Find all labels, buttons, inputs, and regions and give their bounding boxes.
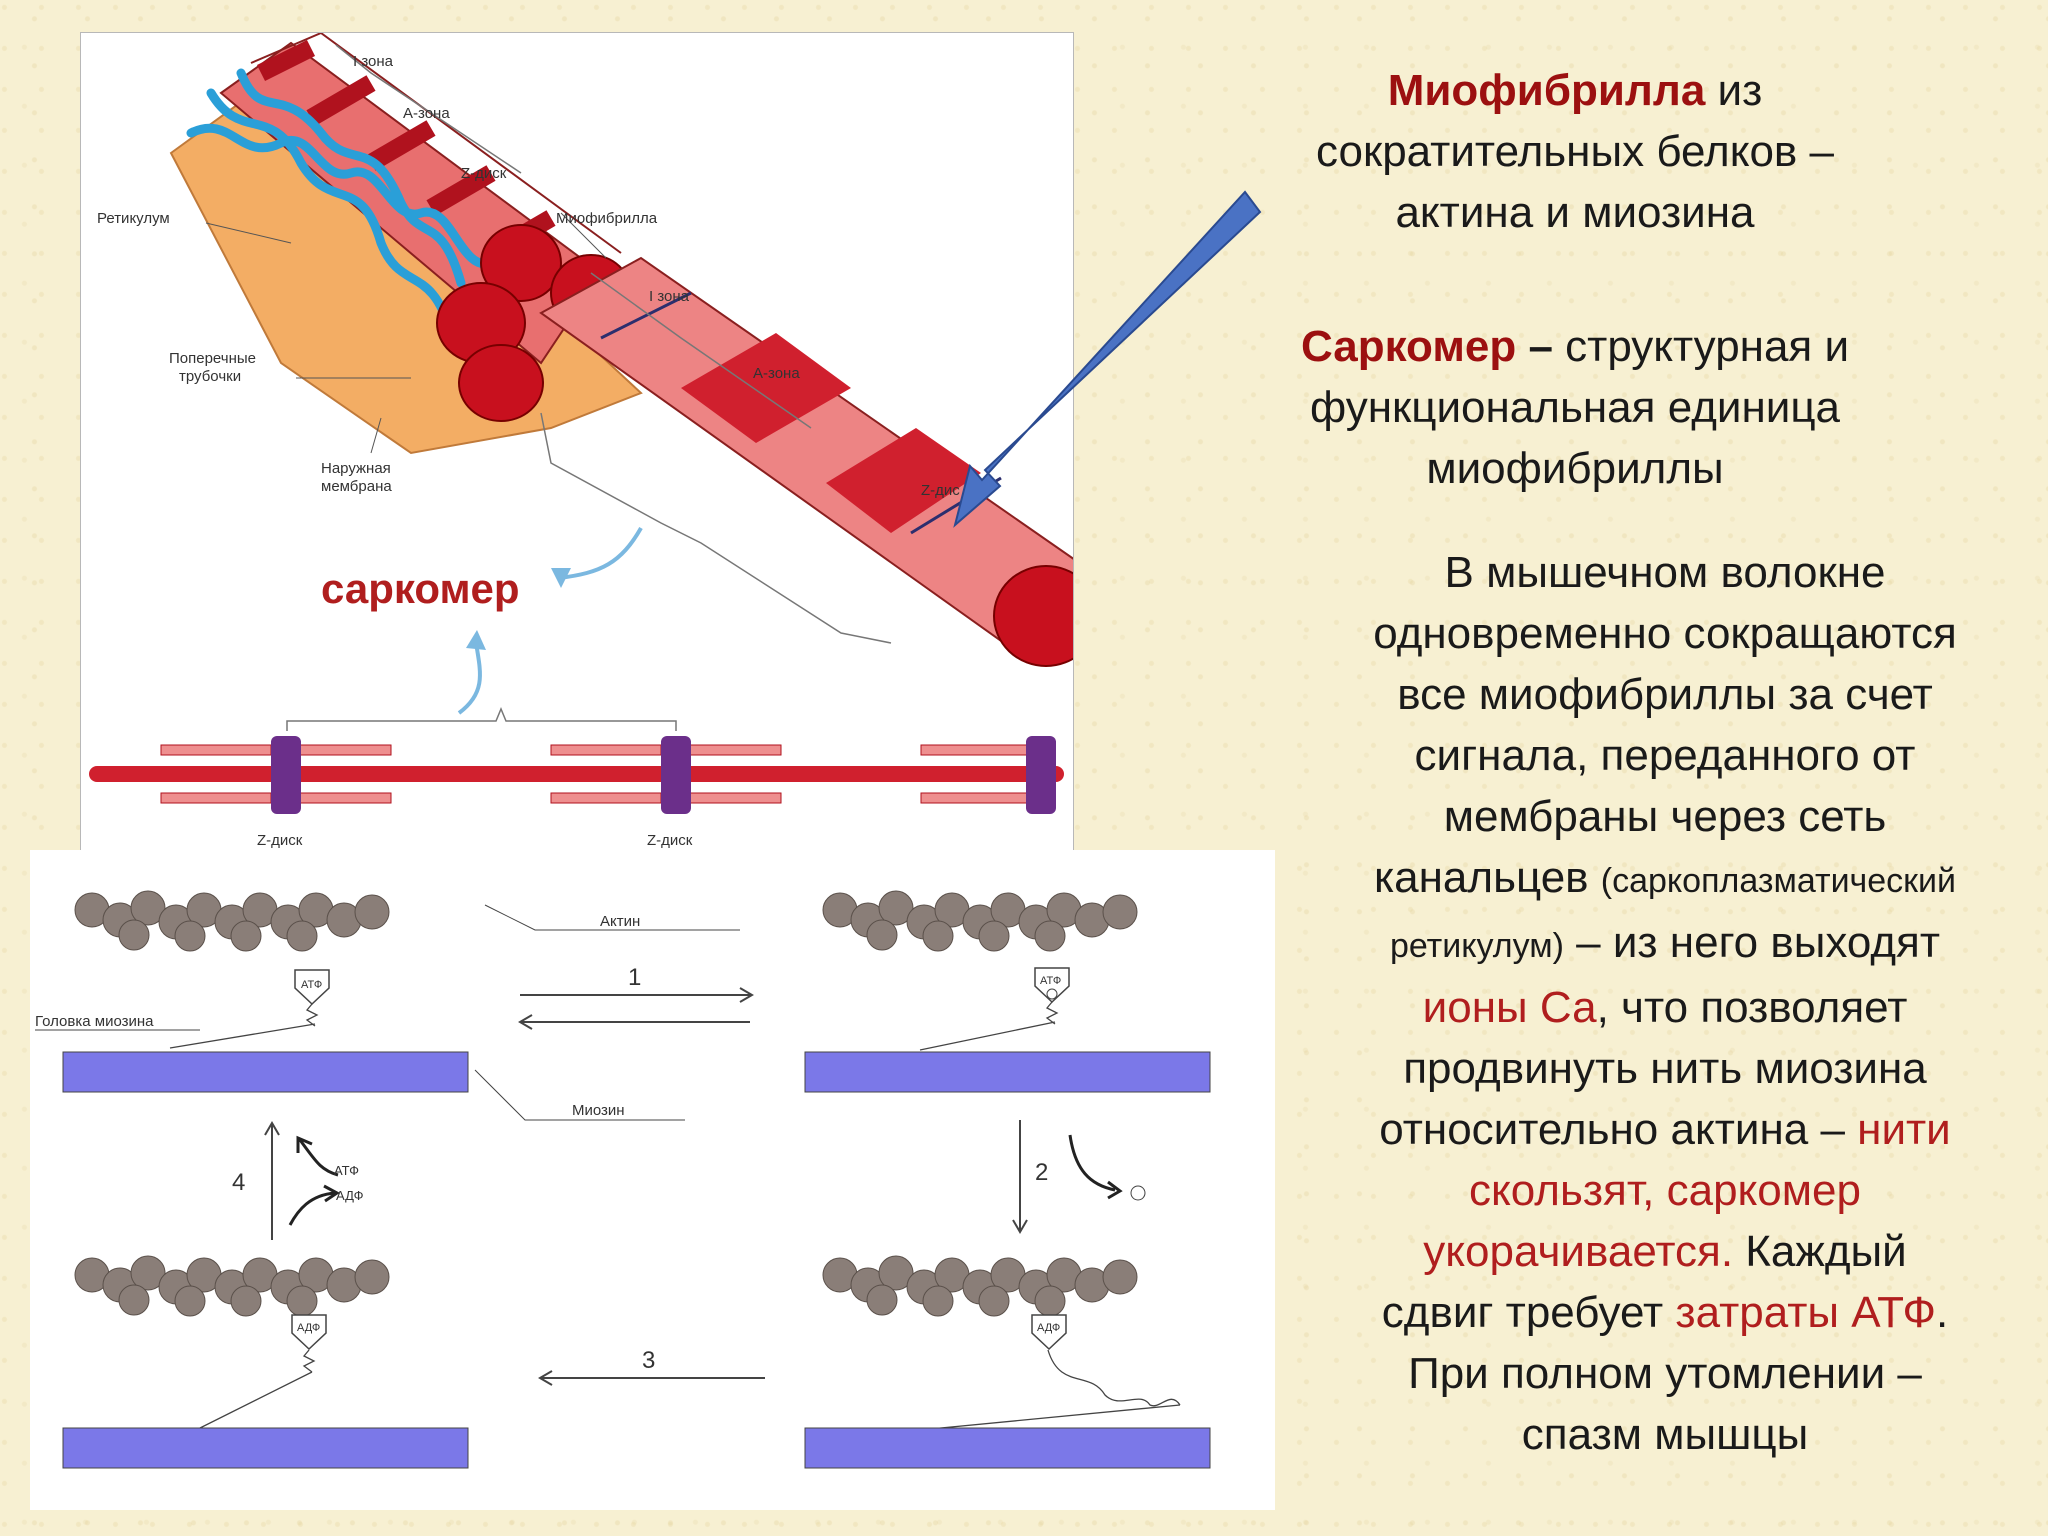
actin-filament: [74, 890, 390, 952]
p3-line13c: .: [1936, 1288, 1949, 1337]
curved-arrow-icon: [558, 527, 643, 580]
adp-label-d: АДФ: [297, 1322, 320, 1334]
p3-line15: спазм мышцы: [1521, 1410, 1809, 1459]
p3-line2: одновременно сокращаются: [1373, 609, 1957, 658]
label-z-disk-bottom-2: Z-диск: [647, 832, 693, 849]
p3-line5: мембраны через сеть: [1443, 792, 1887, 841]
myofibril-definition: Миофибрилла из сократительных белков – а…: [1195, 60, 1955, 243]
p2-line2: функциональная единица: [1310, 383, 1840, 432]
p3-line12a: укорачивается.: [1423, 1227, 1734, 1276]
myosin-label: Миозин: [572, 1102, 625, 1119]
myofibril-cross-section: [993, 565, 1073, 667]
label-z-disk-2: Z-дис: [921, 482, 960, 499]
label-z-disk-1: Z-диск: [461, 165, 507, 182]
atp-label: АТФ: [301, 979, 322, 991]
label-i-zone-2: I зона: [649, 288, 690, 305]
p3-line9: продвинуть нить миозина: [1403, 1044, 1927, 1093]
p1-rest: из: [1705, 66, 1763, 115]
adp-out-arrow-icon: [288, 1191, 336, 1226]
step-4-label: 4: [232, 1169, 245, 1196]
myofibril-term: Миофибрилла: [1387, 66, 1706, 115]
p3-line14: При полном утомлении –: [1408, 1349, 1922, 1398]
p3-line4: сигнала, переданного от: [1414, 731, 1916, 780]
muscle-fiber-diagram: I зона А-зона Z-диск Миофибрилла Ретикул…: [80, 32, 1074, 879]
label-outer-membrane-2: мембрана: [321, 478, 392, 495]
p1-line2: сократительных белков –: [1315, 127, 1834, 176]
label-t-tubules-2: трубочки: [179, 368, 241, 385]
p3-line11: скользят, саркомер: [1469, 1166, 1861, 1215]
p3-line10b: нити: [1857, 1105, 1951, 1154]
p3-line7b: – из него выходят: [1563, 918, 1941, 967]
label-myofibril: Миофибрилла: [556, 210, 658, 227]
p3-line13b: затраты АТФ: [1675, 1288, 1936, 1337]
atp-in-arrow-icon: [298, 1139, 339, 1177]
sarcomere-definition: Саркомер – структурная и функциональная …: [1195, 316, 1955, 499]
step-3-label: 3: [642, 1347, 655, 1374]
label-z-disk-bottom-1: Z-диск: [257, 832, 303, 849]
label-reticulum: Ретикулум: [97, 210, 170, 227]
p3-line7a: ретикулум): [1389, 927, 1564, 965]
sarcomere-term: Саркомер: [1300, 322, 1517, 371]
p2-dash: –: [1516, 322, 1553, 371]
actin-label: Актин: [600, 913, 640, 930]
label-a-zone-1: А-зона: [403, 105, 450, 122]
curved-arrow-up-icon: [457, 642, 482, 715]
myofibril-bundle: [186, 33, 632, 422]
label-outer-membrane-1: Наружная: [321, 460, 391, 477]
p3-line1: В мышечном волокне: [1444, 548, 1886, 597]
p3-line8b: , что позволяет: [1596, 983, 1908, 1032]
atp-label-b: АТФ: [1040, 975, 1061, 987]
step-2-label: 2: [1035, 1159, 1048, 1186]
atp-in-label: АТФ: [334, 1163, 359, 1178]
p3-line8a: ионы Са: [1422, 983, 1597, 1032]
myosin-head-label: Головка миозина: [35, 1013, 154, 1030]
p3-line10a: относительно актина –: [1379, 1105, 1858, 1154]
cross-bridge-cycle-diagram: АТФ Головка миозина Актин Миозин 1 АТФ 2: [30, 850, 1275, 1510]
step-1-label: 1: [628, 964, 641, 991]
p3-line6a: канальцев: [1373, 853, 1601, 902]
adp-out-label: АДФ: [336, 1188, 364, 1203]
label-t-tubules-1: Поперечные: [169, 350, 256, 367]
contraction-explanation: В мышечном волокне одновременно сокращаю…: [1305, 542, 2025, 1465]
p1-line3: актина и миозина: [1395, 188, 1755, 237]
label-i-zone-1: I зона: [353, 53, 394, 70]
myosin-filament: [62, 1051, 469, 1093]
reticulum-network: [186, 68, 496, 338]
label-sarcomere: саркомер: [321, 565, 520, 612]
p2-line3: миофибриллы: [1426, 444, 1724, 493]
sarcomere-filaments: [89, 736, 1064, 814]
p3-line3: все миофибриллы за счет: [1397, 670, 1933, 719]
cycle-svg: АТФ Головка миозина Актин Миозин 1 АТФ 2: [35, 890, 1211, 1469]
p2-rest: структурная и: [1552, 322, 1850, 371]
label-a-zone-2: А-зона: [753, 365, 800, 382]
single-myofibril: [539, 256, 1073, 667]
muscle-fiber-svg: I зона А-зона Z-диск Миофибрилла Ретикул…: [89, 33, 1073, 849]
p3-line12b: Каждый: [1733, 1227, 1907, 1276]
p3-line13a: сдвиг требует: [1381, 1288, 1676, 1337]
p3-line6b: (саркоплазматический: [1600, 862, 1957, 900]
phosphate-release-arrow-icon: [1068, 1134, 1116, 1192]
adp-label-c: АДФ: [1037, 1322, 1060, 1334]
